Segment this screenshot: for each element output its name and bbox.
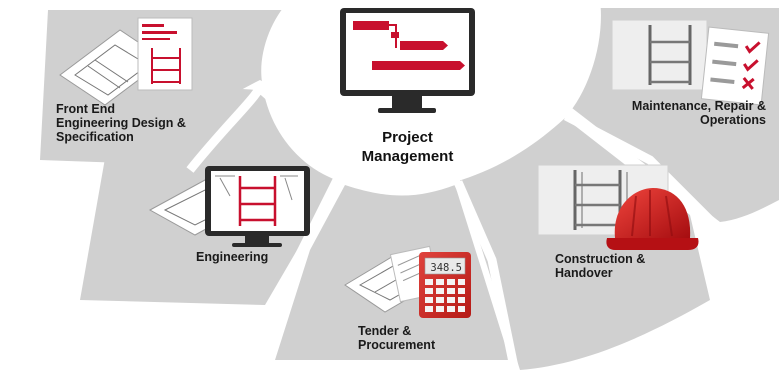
monitor-gantt-icon <box>340 8 475 113</box>
phase-label-maintenance: Maintenance, Repair & Operations <box>594 99 766 127</box>
phase-label-tender: Tender & Procurement <box>358 324 435 352</box>
phase-label-line: Maintenance, Repair & <box>631 99 766 113</box>
phase-label-line: Specification <box>56 130 134 144</box>
phase-label-line: Engineering Design & <box>56 116 186 130</box>
center-title-line1: Project <box>382 129 433 146</box>
phase-label-line: Front End <box>56 102 116 116</box>
segment-divider <box>453 180 520 373</box>
phase-label-line: Operations <box>700 113 766 127</box>
center-title-line2: Management <box>361 148 454 165</box>
phase-label-line: Construction & <box>555 252 646 266</box>
segment-divider <box>186 80 267 173</box>
segment-divider <box>563 112 724 234</box>
calculator-display: 348.5 <box>430 262 462 274</box>
checklist-icon <box>700 26 770 106</box>
phase-label-line: Tender & <box>358 324 412 338</box>
phase-label-line: Engineering <box>196 250 269 264</box>
phase-label-front-end: Front End Engineering Design & Specifica… <box>56 102 186 144</box>
center-title: Project Management <box>350 128 465 166</box>
hard-hat-icon <box>606 188 699 250</box>
scaffold-panel <box>611 19 708 91</box>
monitor-scaffold-icon <box>205 166 310 247</box>
phase-label-line: Handover <box>555 266 613 280</box>
phase-label-line: Procurement <box>358 338 436 352</box>
segment-divider <box>257 175 343 333</box>
blueprint-icon <box>59 17 193 106</box>
calculator-icon: 348.5 <box>419 252 471 318</box>
phase-label-construction: Construction & Handover <box>555 252 645 280</box>
segment-construction <box>460 118 710 370</box>
phase-label-engineering: Engineering <box>196 250 268 264</box>
